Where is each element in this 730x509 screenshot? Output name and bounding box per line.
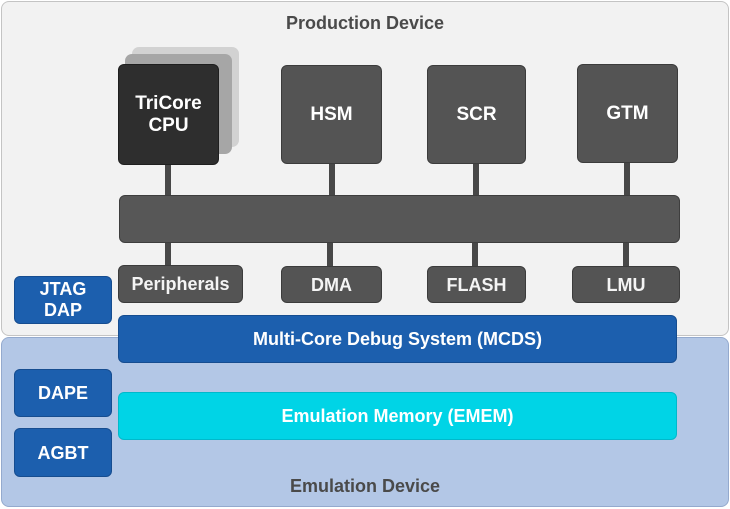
gtm-label: GTM (606, 102, 649, 124)
connector-gtm-bus (624, 160, 630, 200)
mcds-label: Multi-Core Debug System (MCDS) (252, 329, 542, 349)
connector-hsm-bus (329, 160, 335, 200)
tricore-cpu-label-line1: TriCore (135, 92, 202, 114)
system-bus (119, 195, 680, 243)
emem-label: Emulation Memory (EMEM) (281, 406, 514, 426)
gtm-box: GTM (577, 64, 678, 163)
dma-label: DMA (311, 274, 352, 295)
connector-scr-bus (473, 160, 479, 200)
tricore-cpu-label-line2: CPU (148, 114, 189, 136)
scr-box: SCR (427, 65, 526, 164)
mcds-box: Multi-Core Debug System (MCDS) (118, 315, 677, 363)
flash-box: FLASH (427, 266, 526, 303)
connector-bus-lmu (623, 238, 629, 270)
peripherals-box: Peripherals (118, 265, 243, 303)
production-device-title: Production Device (285, 13, 445, 33)
dape-label: DAPE (37, 383, 88, 403)
lmu-label: LMU (606, 274, 646, 295)
agbt-box: AGBT (14, 428, 112, 477)
jtag-dap-box: JTAG DAP (14, 276, 112, 324)
connector-cpu-bus (165, 160, 171, 200)
lmu-box: LMU (572, 266, 680, 303)
connector-bus-dma (327, 238, 333, 270)
hsm-label: HSM (310, 103, 353, 125)
connector-bus-flash (472, 238, 478, 270)
emulation-device-title: Emulation Device (289, 476, 441, 496)
hsm-box: HSM (281, 65, 382, 164)
peripherals-label: Peripherals (131, 274, 230, 294)
tricore-cpu-box: TriCore CPU (118, 64, 219, 165)
agbt-label: AGBT (37, 442, 89, 463)
scr-label: SCR (456, 103, 497, 125)
connector-bus-peripherals (165, 238, 171, 270)
jtag-dap-label-line1: JTAG (39, 279, 87, 299)
dape-box: DAPE (14, 369, 112, 417)
flash-label: FLASH (446, 274, 507, 295)
dma-box: DMA (281, 266, 382, 303)
emem-box: Emulation Memory (EMEM) (118, 392, 677, 440)
jtag-dap-label-line2: DAP (43, 300, 82, 320)
